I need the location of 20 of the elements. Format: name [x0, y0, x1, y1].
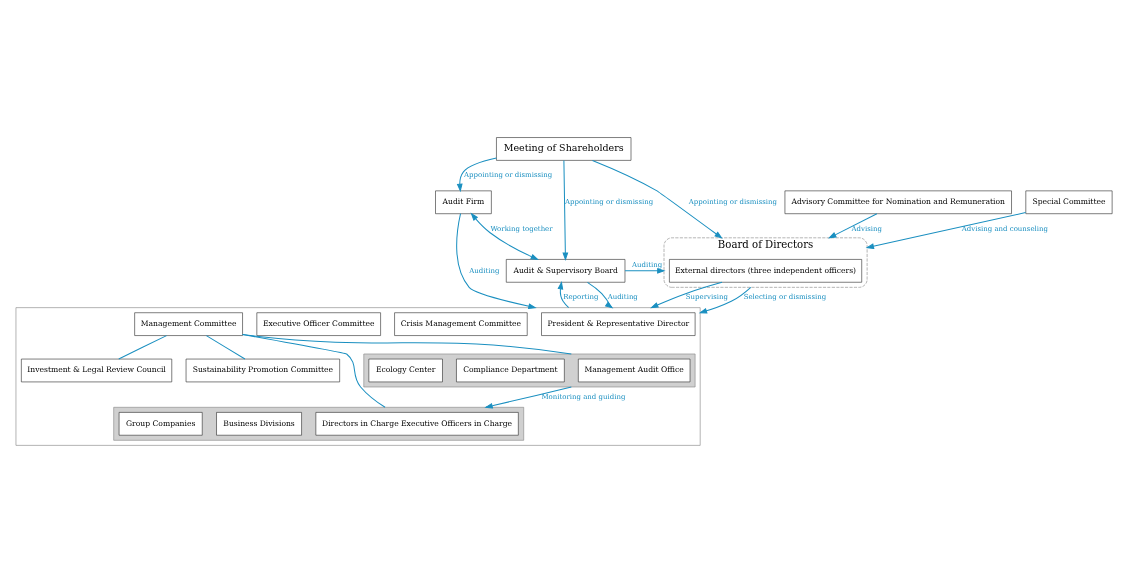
cluster: [15, 307, 701, 446]
arrow: [470, 212, 540, 260]
node-box: Meeting of Shareholders: [496, 137, 632, 161]
arrow: [562, 160, 569, 261]
arrow: [624, 267, 666, 274]
arrow: [456, 213, 537, 310]
cluster: [113, 407, 525, 441]
connector: [242, 334, 572, 355]
arrow: [586, 281, 614, 309]
arrow: [484, 386, 572, 409]
connector: [118, 335, 168, 360]
cluster: [363, 353, 696, 388]
arrow: [456, 157, 497, 193]
connector: [205, 335, 246, 360]
arrow: [591, 159, 723, 239]
arrow: [865, 212, 1027, 250]
arrow: [828, 213, 878, 239]
arrow: [650, 281, 723, 309]
arrow: [557, 281, 570, 309]
arrow: [698, 286, 752, 314]
